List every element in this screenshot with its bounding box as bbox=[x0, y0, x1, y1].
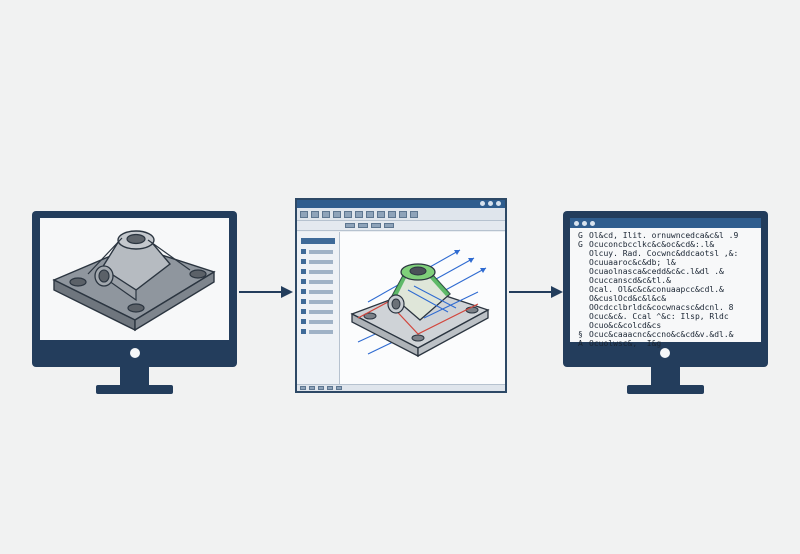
flow-arrow-1 bbox=[239, 286, 293, 298]
monitor-right-base bbox=[627, 385, 704, 394]
tree-item[interactable] bbox=[309, 300, 333, 304]
cam-titlebar bbox=[297, 200, 505, 208]
monitor-left-power-dot bbox=[130, 348, 140, 358]
toolbar-button-simulate[interactable] bbox=[399, 210, 407, 218]
ribbon-button-3[interactable] bbox=[371, 223, 381, 228]
tree-item[interactable] bbox=[309, 330, 333, 334]
status-icon bbox=[336, 386, 342, 390]
tree-item[interactable] bbox=[309, 260, 333, 264]
monitor-left-stand bbox=[120, 367, 149, 386]
flow-arrow-2 bbox=[509, 286, 563, 298]
monitor-right-power-dot bbox=[660, 348, 670, 358]
toolbar-button-move[interactable] bbox=[355, 210, 363, 218]
monitor-right-stand bbox=[651, 367, 680, 386]
gcode-window-controls bbox=[574, 221, 595, 226]
status-icon bbox=[318, 386, 324, 390]
cam-ribbon bbox=[297, 221, 505, 231]
ribbon-button-2[interactable] bbox=[358, 223, 368, 228]
tree-node-icon bbox=[301, 309, 306, 314]
tree-item[interactable] bbox=[309, 290, 333, 294]
minimize-icon[interactable] bbox=[582, 221, 587, 226]
tree-node-icon bbox=[301, 259, 306, 264]
toolbar-button-open[interactable] bbox=[300, 210, 308, 218]
gcode-line: Ocuccanscd&c&tl.& bbox=[589, 276, 671, 285]
toolbar-button-rotate[interactable] bbox=[366, 210, 374, 218]
toolbar-button-select[interactable] bbox=[344, 210, 352, 218]
tree-node-icon bbox=[301, 279, 306, 284]
toolbar-button-redo[interactable] bbox=[333, 210, 341, 218]
toolbar-button-toolpath[interactable] bbox=[388, 210, 396, 218]
gcode-line: Ocal. Ol&c&c&conuaapcc&cdl.& bbox=[589, 285, 724, 294]
gcode-editor-screen bbox=[570, 218, 761, 342]
status-icon bbox=[300, 386, 306, 390]
cam-toolbar bbox=[297, 208, 505, 221]
minimize-icon[interactable] bbox=[480, 201, 485, 206]
ribbon-button-4[interactable] bbox=[384, 223, 394, 228]
gcode-line: Ocuuaaroc&c&db; l& bbox=[589, 258, 676, 267]
tree-node-icon bbox=[301, 329, 306, 334]
tree-node-icon bbox=[301, 269, 306, 274]
status-icon bbox=[327, 386, 333, 390]
cad-part-model bbox=[52, 230, 216, 332]
maximize-icon[interactable] bbox=[488, 201, 493, 206]
gcode-line: §Ocuc&caaacnc&ccno&c&cd&v.&dl.& bbox=[578, 330, 734, 339]
gcode-line: O&cuslOcd&c&l&c& bbox=[589, 294, 667, 303]
tree-node-icon bbox=[301, 289, 306, 294]
tree-node-icon bbox=[301, 299, 306, 304]
tree-item[interactable] bbox=[309, 270, 333, 274]
operation-tree-panel bbox=[297, 232, 340, 384]
toolpath-part-model bbox=[350, 249, 490, 358]
toolbar-button-post[interactable] bbox=[410, 210, 418, 218]
gcode-titlebar bbox=[570, 218, 761, 228]
toolbar-button-zoom[interactable] bbox=[377, 210, 385, 218]
toolbar-button-undo[interactable] bbox=[322, 210, 330, 218]
ribbon-button-1[interactable] bbox=[345, 223, 355, 228]
gcode-line: Ocuo&c&colcd&cs bbox=[589, 321, 662, 330]
monitor-left-base bbox=[96, 385, 173, 394]
close-icon[interactable] bbox=[574, 221, 579, 226]
status-icon bbox=[309, 386, 315, 390]
tree-item[interactable] bbox=[309, 250, 333, 254]
gcode-line: Olcuy. Rad. Cocwnc&ddcaotsl ,&: bbox=[589, 249, 739, 258]
cam-status-bar bbox=[297, 384, 505, 391]
toolbar-button-save[interactable] bbox=[311, 210, 319, 218]
close-icon[interactable] bbox=[496, 201, 501, 206]
tree-item[interactable] bbox=[309, 280, 333, 284]
gcode-line: OOcdcclbrldc&cocwnacsc&dcnl. 8 bbox=[589, 303, 734, 312]
tree-item-selected[interactable] bbox=[301, 238, 335, 244]
maximize-icon[interactable] bbox=[590, 221, 595, 226]
tree-item[interactable] bbox=[309, 320, 333, 324]
tree-node-icon bbox=[301, 319, 306, 324]
cam-window-controls bbox=[480, 201, 501, 206]
gcode-line: Ocuaolnasca&cedd&c&c.l&dl .& bbox=[589, 267, 724, 276]
tree-node-icon bbox=[301, 249, 306, 254]
tree-item[interactable] bbox=[309, 310, 333, 314]
gcode-line: Ocuc&c&. Ccal ^&c: Ilsp, Rldc bbox=[589, 312, 729, 321]
